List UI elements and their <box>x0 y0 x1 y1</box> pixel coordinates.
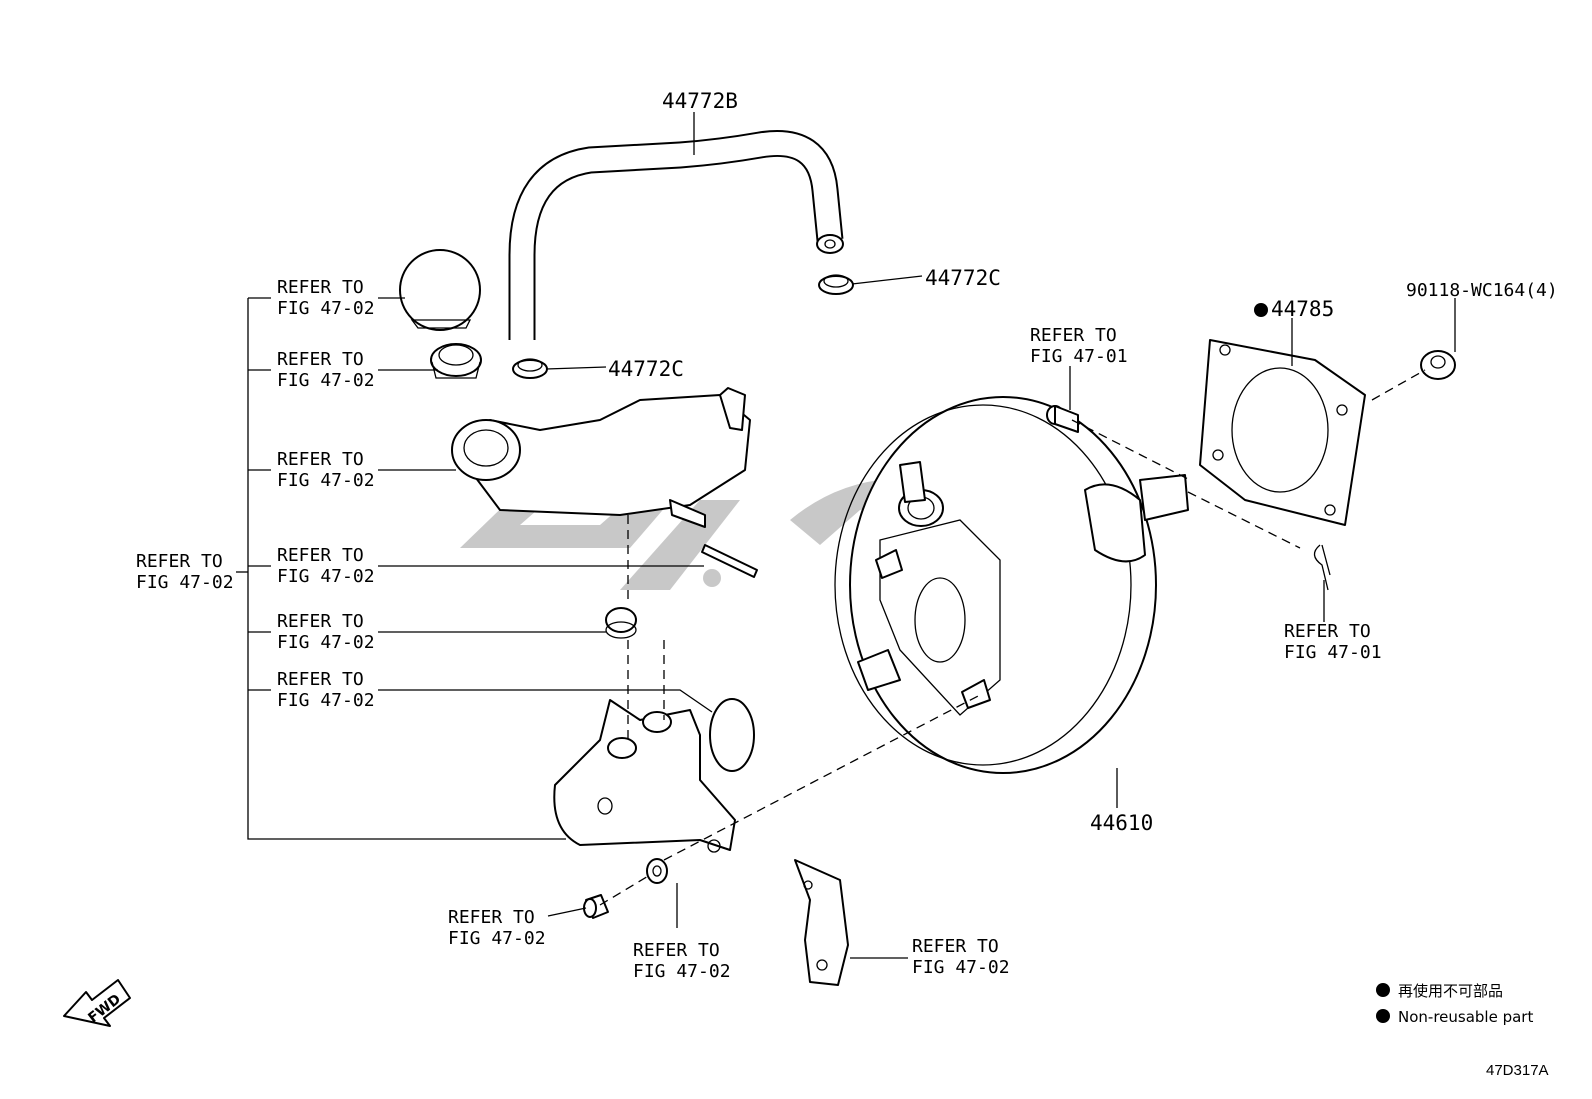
svg-text:REFER TO: REFER TO <box>1030 325 1117 346</box>
svg-text:FIG 47-02: FIG 47-02 <box>136 572 234 593</box>
reservoir-grommet <box>605 607 637 639</box>
refer-label-reservoir-cap: REFER TO FIG 47-02 <box>277 277 375 319</box>
fwd-arrow-icon: FWD <box>63 979 131 1027</box>
hose-clip-lower <box>512 358 548 379</box>
cap-nut <box>583 894 609 919</box>
flange-washer <box>646 858 668 884</box>
svg-text:REFER TO: REFER TO <box>277 669 364 690</box>
booster-gasket <box>1199 339 1366 526</box>
part-number-nut: 90118-WC164(4) <box>1406 280 1558 301</box>
svg-text:REFER TO: REFER TO <box>448 907 535 928</box>
reservoir-cap <box>399 249 481 331</box>
refer-label-oring: REFER TO FIG 47-02 <box>277 669 375 711</box>
svg-text:REFER TO: REFER TO <box>277 611 364 632</box>
reservoir-pin <box>701 544 758 578</box>
drawing-code: 47D317A <box>1486 1062 1549 1079</box>
svg-text:FIG 47-02: FIG 47-02 <box>912 957 1010 978</box>
refer-label-reservoir: REFER TO FIG 47-02 <box>277 449 375 491</box>
refer-label-master-cylinder: REFER TO FIG 47-02 <box>136 551 234 593</box>
leader-lines <box>236 112 1456 959</box>
svg-text:FIG 47-02: FIG 47-02 <box>277 370 375 391</box>
vacuum-hose <box>508 130 844 340</box>
non-reusable-marker <box>1254 303 1268 317</box>
svg-text:REFER TO: REFER TO <box>912 936 999 957</box>
svg-text:FIG 47-02: FIG 47-02 <box>277 690 375 711</box>
svg-text:FIG 47-02: FIG 47-02 <box>277 298 375 319</box>
part-number-gasket: 44785 <box>1271 297 1334 321</box>
legend: 再使用不可部品 Non-reusable part <box>1376 982 1533 1026</box>
brake-booster <box>834 396 1189 774</box>
clevis-pin <box>1046 405 1079 433</box>
svg-text:REFER TO: REFER TO <box>1284 621 1371 642</box>
master-cylinder <box>553 698 755 853</box>
svg-text:FIG 47-01: FIG 47-01 <box>1030 346 1128 367</box>
booster-bracket <box>794 859 849 986</box>
legend-bullet-icon <box>1376 1009 1390 1023</box>
svg-text:FIG 47-02: FIG 47-02 <box>633 961 731 982</box>
svg-text:REFER TO: REFER TO <box>277 545 364 566</box>
refer-label-washer: REFER TO FIG 47-02 <box>633 940 731 982</box>
svg-text:FIG 47-02: FIG 47-02 <box>277 470 375 491</box>
refer-label-pin: REFER TO FIG 47-02 <box>277 545 375 587</box>
svg-text:REFER TO: REFER TO <box>277 349 364 370</box>
svg-text:REFER TO: REFER TO <box>277 277 364 298</box>
svg-text:REFER TO: REFER TO <box>277 449 364 470</box>
refer-label-cap-nut: REFER TO FIG 47-02 <box>448 907 546 949</box>
legend-japanese: 再使用不可部品 <box>1398 982 1503 1000</box>
refer-label-strainer: REFER TO FIG 47-02 <box>277 349 375 391</box>
assembly-lines <box>599 369 1426 906</box>
reservoir-strainer <box>430 343 482 379</box>
legend-english: Non-reusable part <box>1398 1008 1533 1026</box>
brake-fluid-reservoir <box>451 387 751 528</box>
svg-text:REFER TO: REFER TO <box>633 940 720 961</box>
booster-nut <box>1420 350 1456 380</box>
svg-text:REFER TO: REFER TO <box>136 551 223 572</box>
refer-label-bracket: REFER TO FIG 47-02 <box>912 936 1010 978</box>
svg-text:FIG 47-02: FIG 47-02 <box>277 566 375 587</box>
refer-label-clip-pin: REFER TO FIG 47-01 <box>1284 621 1382 663</box>
part-number-clip-lower: 44772C <box>608 357 684 381</box>
refer-label-clevis-pin: REFER TO FIG 47-01 <box>1030 325 1128 367</box>
svg-text:FIG 47-01: FIG 47-01 <box>1284 642 1382 663</box>
part-number-clip-upper: 44772C <box>925 266 1001 290</box>
part-number-hose: 44772B <box>662 89 738 113</box>
legend-bullet-icon <box>1376 983 1390 997</box>
svg-text:FIG 47-02: FIG 47-02 <box>448 928 546 949</box>
part-number-booster: 44610 <box>1090 811 1153 835</box>
refer-label-grommet: REFER TO FIG 47-02 <box>277 611 375 653</box>
hose-clip-upper <box>818 274 854 295</box>
svg-text:FIG 47-02: FIG 47-02 <box>277 632 375 653</box>
clip-pin <box>1313 544 1331 591</box>
